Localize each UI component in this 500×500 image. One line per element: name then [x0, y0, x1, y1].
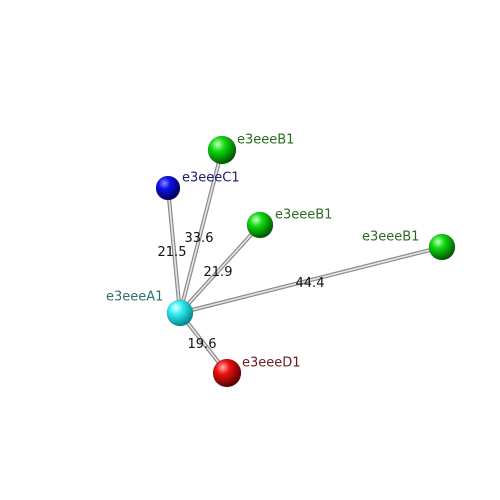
atom-b1c-label: e3eeeB1 [362, 230, 419, 245]
atom-label-layer: e3eeeC1 e3eeeB1 e3eeeB1 e3eeeB1 e3eeeD1 e3eee… [106, 133, 419, 371]
atom-c1[interactable] [155, 175, 181, 201]
distance-label-d1: 19.6 [188, 337, 217, 352]
distance-label-c1: 21.5 [158, 245, 187, 260]
bond-b1b [178, 223, 262, 315]
atom-b1b-label: e3eeeB1 [275, 208, 332, 223]
bond-c1 [166, 186, 182, 315]
atom-c1-label: e3eeeC1 [182, 171, 240, 186]
bond-b1a [178, 148, 224, 315]
distance-label-b1a: 33.6 [185, 231, 214, 246]
atom-d1-label: e3eeeD1 [242, 356, 301, 371]
atom-b1a-label: e3eeeB1 [237, 133, 294, 148]
atom-b1b[interactable] [246, 211, 274, 239]
atom-b1c[interactable] [428, 233, 456, 261]
distance-label-b1b: 21.9 [204, 265, 233, 280]
distance-label-b1c: 44.4 [296, 276, 325, 291]
distance-label-layer: 21.533.6 21.9 44.4 19.6 [158, 231, 325, 352]
bond-b1c [178, 245, 444, 315]
bond-layer [166, 148, 444, 375]
atom-d1[interactable] [212, 358, 242, 388]
atom-a1[interactable] [166, 299, 194, 327]
atom-a1-label: e3eeeA1 [106, 290, 163, 305]
atom-b1a[interactable] [207, 135, 237, 165]
atom-layer [155, 135, 456, 388]
